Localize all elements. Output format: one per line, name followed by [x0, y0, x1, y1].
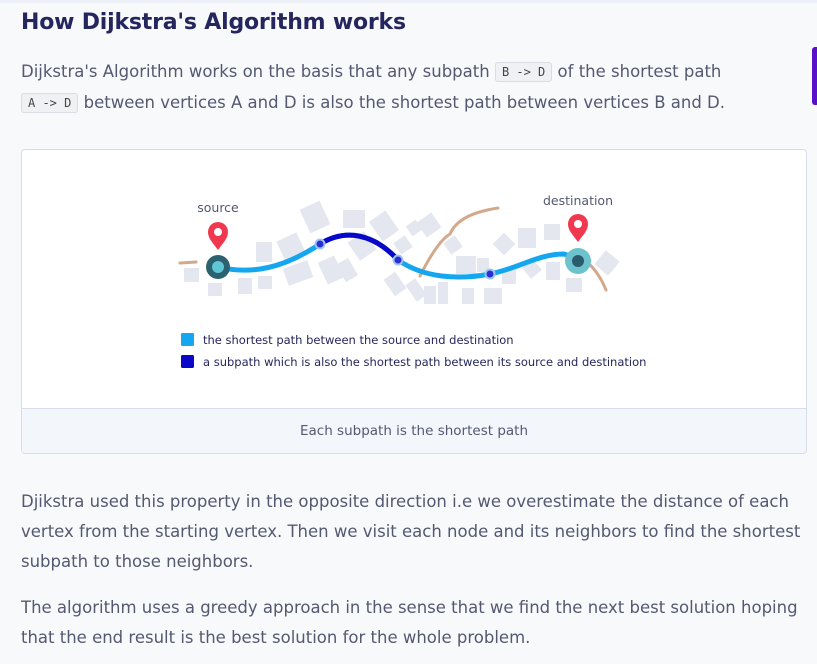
legend-text-shortest-path: the shortest path between the source and…	[203, 333, 514, 347]
city-block	[462, 288, 474, 304]
path-node	[314, 238, 326, 250]
figure-caption: Each subpath is the shortest path	[22, 408, 806, 453]
city-block	[594, 250, 620, 276]
destination-label: destination	[543, 193, 613, 208]
shortest-path	[215, 232, 581, 280]
city-block	[184, 268, 199, 282]
paragraph-opposite-direction: Djikstra used this property in the oppos…	[21, 492, 801, 571]
legend-swatch-shortest-path	[181, 333, 194, 346]
city-block	[258, 276, 272, 289]
city-block	[502, 270, 516, 284]
map-pin-icon	[568, 214, 588, 242]
city-block	[456, 256, 476, 274]
destination-node-core	[572, 255, 584, 267]
city-block	[383, 271, 407, 297]
city-block	[438, 282, 448, 304]
city-block	[405, 278, 427, 302]
source-node-core	[212, 261, 224, 273]
code-path-a-d: A -> D	[21, 93, 79, 113]
intro-text-2: of the shortest path	[552, 62, 722, 81]
intro-text-3: between vertices A and D is also the sho…	[78, 93, 726, 112]
city-block	[443, 235, 463, 255]
city-block	[518, 228, 536, 248]
city-block	[335, 257, 359, 283]
city-block	[492, 232, 516, 256]
path-node	[392, 254, 404, 266]
city-block	[424, 286, 436, 304]
city-block	[317, 255, 345, 285]
city-block	[546, 262, 560, 280]
city-block	[238, 278, 252, 294]
city-block	[416, 212, 442, 238]
subpath-diagram: source destination the shortest path bet…	[178, 193, 646, 369]
road	[178, 260, 198, 265]
path-node	[484, 268, 496, 280]
city-block	[343, 210, 365, 228]
side-tab-accent[interactable]	[812, 47, 817, 105]
legend-swatch-subpath	[181, 355, 194, 368]
intro-text-1: Dijkstra's Algorithm works on the basis …	[21, 62, 495, 81]
city-block	[368, 210, 400, 242]
source-label: source	[197, 200, 239, 215]
page-heading: How Dijkstra's Algorithm works	[21, 10, 406, 35]
subpath	[317, 232, 401, 263]
dijkstra-figure: source destination the shortest path bet…	[21, 149, 807, 454]
map-pin-icon	[208, 222, 228, 250]
city-block	[299, 200, 331, 234]
intro-paragraph: Dijkstra's Algorithm works on the basis …	[21, 57, 811, 119]
city-block	[282, 260, 314, 286]
city-block	[566, 278, 582, 292]
city-block	[208, 283, 222, 296]
city-block	[544, 224, 560, 240]
city-block	[347, 231, 377, 261]
city-blocks	[184, 200, 620, 304]
city-block	[484, 288, 502, 304]
city-block	[393, 235, 413, 255]
city-block	[256, 242, 272, 262]
road	[418, 206, 500, 278]
city-block	[477, 258, 489, 272]
code-subpath-b-d: B -> D	[494, 62, 553, 82]
top-border	[0, 0, 817, 3]
paragraph-greedy-approach: The algorithm uses a greedy approach in …	[21, 598, 798, 647]
legend-text-subpath: a subpath which is also the shortest pat…	[203, 355, 646, 369]
